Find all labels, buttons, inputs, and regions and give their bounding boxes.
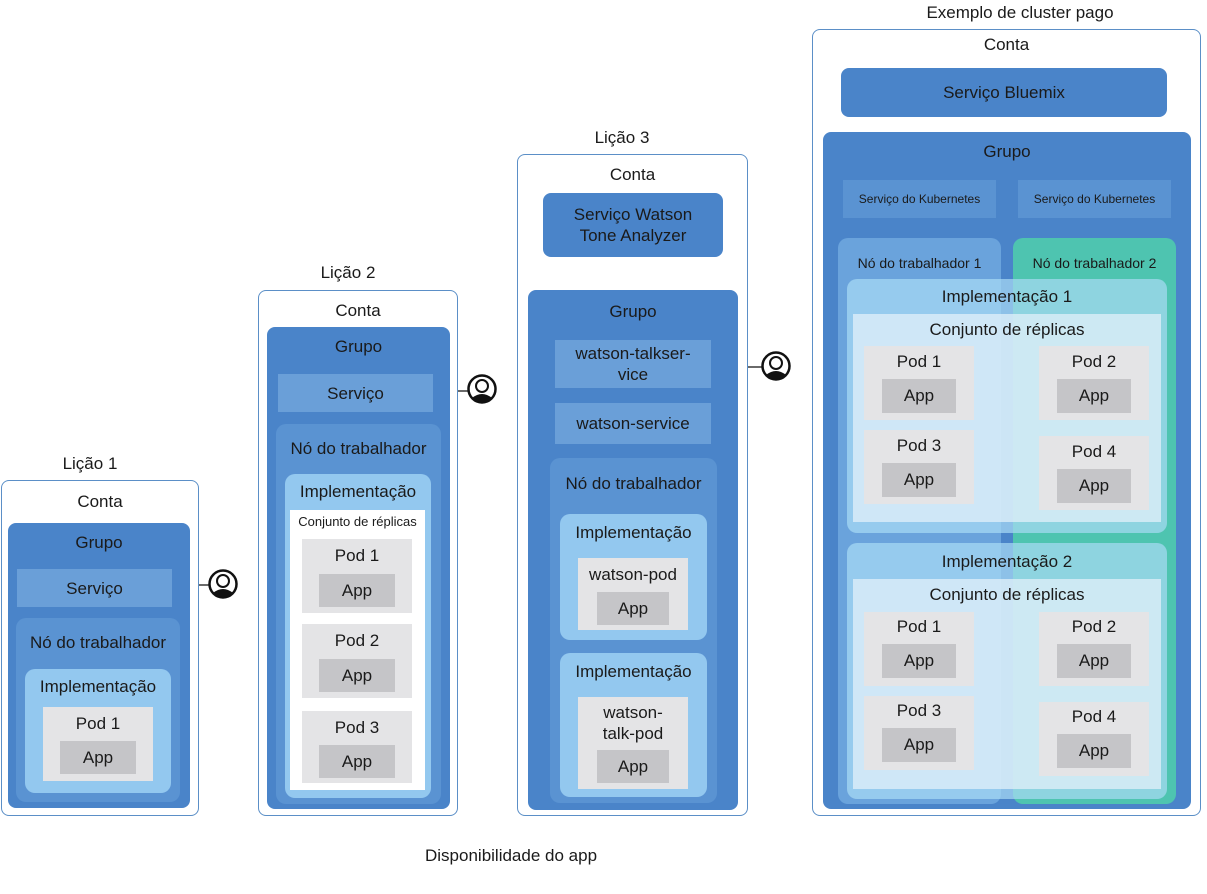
pod-label: Pod 2 xyxy=(1071,617,1117,636)
pod-label: Pod 2 xyxy=(334,631,380,650)
app-box: App xyxy=(882,728,956,762)
deployment-label: Implementação xyxy=(575,662,692,681)
cluster-label: Grupo xyxy=(75,533,123,552)
app-box: App xyxy=(882,379,956,413)
pod-label: Pod 1 xyxy=(896,352,942,371)
worker-label: Nó do trabalhador xyxy=(290,439,427,458)
watson-tone-analyzer-service[interactable]: Serviço Watson Tone Analyzer xyxy=(543,193,723,257)
paid-d2-pod-2: Pod 2 App xyxy=(1039,612,1149,686)
paid-d2-pod-3: Pod 3 App xyxy=(864,696,974,770)
lesson1-pod: Pod 1 App xyxy=(43,707,153,781)
cluster-label: Grupo xyxy=(983,142,1031,161)
watson-service[interactable]: watson-service xyxy=(555,403,711,444)
lesson2-service[interactable]: Serviço xyxy=(278,374,433,412)
user-icon xyxy=(208,569,238,599)
app-box: App xyxy=(1057,379,1131,413)
watson-pod: watson-pod App xyxy=(578,558,688,630)
app-box: App xyxy=(1057,644,1131,678)
worker-label: Nó do trabalhador 2 xyxy=(1032,255,1157,271)
worker-label: Nó do trabalhador 1 xyxy=(857,255,982,271)
user-icon xyxy=(761,351,791,381)
app-box: App xyxy=(319,659,395,692)
paid-d2-pod-4: Pod 4 App xyxy=(1039,702,1149,776)
deployment-label: Implementação xyxy=(575,523,692,542)
app-box: App xyxy=(319,745,395,778)
app-box: App xyxy=(60,741,136,774)
lesson2-title: Lição 2 xyxy=(320,263,376,282)
pod-label: Pod 4 xyxy=(1071,707,1117,726)
watson-talkservice[interactable]: watson-talkser- vice xyxy=(555,340,711,388)
replicaset-label: Conjunto de réplicas xyxy=(298,514,417,529)
replicaset-label: Conjunto de réplicas xyxy=(929,585,1085,604)
account-label: Conta xyxy=(609,165,656,184)
account-label: Conta xyxy=(335,301,381,320)
account-label: Conta xyxy=(983,35,1030,54)
cluster-label: Grupo xyxy=(334,337,383,356)
pod-label: Pod 3 xyxy=(896,701,942,720)
kubernetes-service-1[interactable]: Serviço do Kubernetes xyxy=(843,180,996,218)
paid-d1-pod-3: Pod 3 App xyxy=(864,430,974,504)
lesson1-service[interactable]: Serviço xyxy=(17,569,172,607)
worker-label: Nó do trabalhador xyxy=(29,633,167,652)
pod-label: Pod 3 xyxy=(896,436,942,455)
paid-d1-pod-1: Pod 1 App xyxy=(864,346,974,420)
app-box: App xyxy=(882,644,956,678)
app-box: App xyxy=(597,592,669,625)
lesson2-pod-3: Pod 3 App xyxy=(302,711,412,783)
lesson2-pod-2: Pod 2 App xyxy=(302,624,412,698)
paid-d1-pod-4: Pod 4 App xyxy=(1039,436,1149,510)
bluemix-service[interactable]: Serviço Bluemix xyxy=(841,68,1167,117)
lesson1-title: Lição 1 xyxy=(62,454,118,473)
deployment-label: Implementação xyxy=(299,482,417,501)
deployment-label: Implementação 1 xyxy=(941,287,1073,306)
app-box: App xyxy=(1057,734,1131,768)
pod-label: Pod 1 xyxy=(334,546,380,565)
watson-talk-pod: watson- talk-pod App xyxy=(578,697,688,789)
paid-d2-pod-1: Pod 1 App xyxy=(864,612,974,686)
lesson3-title: Lição 3 xyxy=(594,128,650,147)
app-box: App xyxy=(882,463,956,497)
pod-label: Pod 3 xyxy=(334,718,380,737)
app-box: App xyxy=(1057,469,1131,503)
pod-label: Pod 4 xyxy=(1071,442,1117,461)
worker-label: Nó do trabalhador xyxy=(565,474,702,493)
pod-label: Pod 1 xyxy=(896,617,942,636)
app-box: App xyxy=(597,750,669,783)
user-icon xyxy=(467,374,497,404)
deployment-label: Implementação 2 xyxy=(941,552,1073,571)
pod-label: watson-pod xyxy=(589,565,677,584)
app-box: App xyxy=(319,574,395,607)
lesson2-pod-1: Pod 1 App xyxy=(302,539,412,613)
cluster-label: Grupo xyxy=(609,302,657,321)
pod-label: watson- talk-pod xyxy=(602,703,664,743)
replicaset-label: Conjunto de réplicas xyxy=(929,320,1085,339)
account-label: Conta xyxy=(77,492,123,511)
kubernetes-service-2[interactable]: Serviço do Kubernetes xyxy=(1018,180,1171,218)
footer-caption: Disponibilidade do app xyxy=(425,846,598,865)
pod-label: Pod 2 xyxy=(1071,352,1117,371)
deployment-label: Implementação xyxy=(39,677,157,696)
paid-d1-pod-2: Pod 2 App xyxy=(1039,346,1149,420)
paid-cluster-title: Exemplo de cluster pago xyxy=(926,3,1114,22)
pod-label: Pod 1 xyxy=(75,714,121,733)
